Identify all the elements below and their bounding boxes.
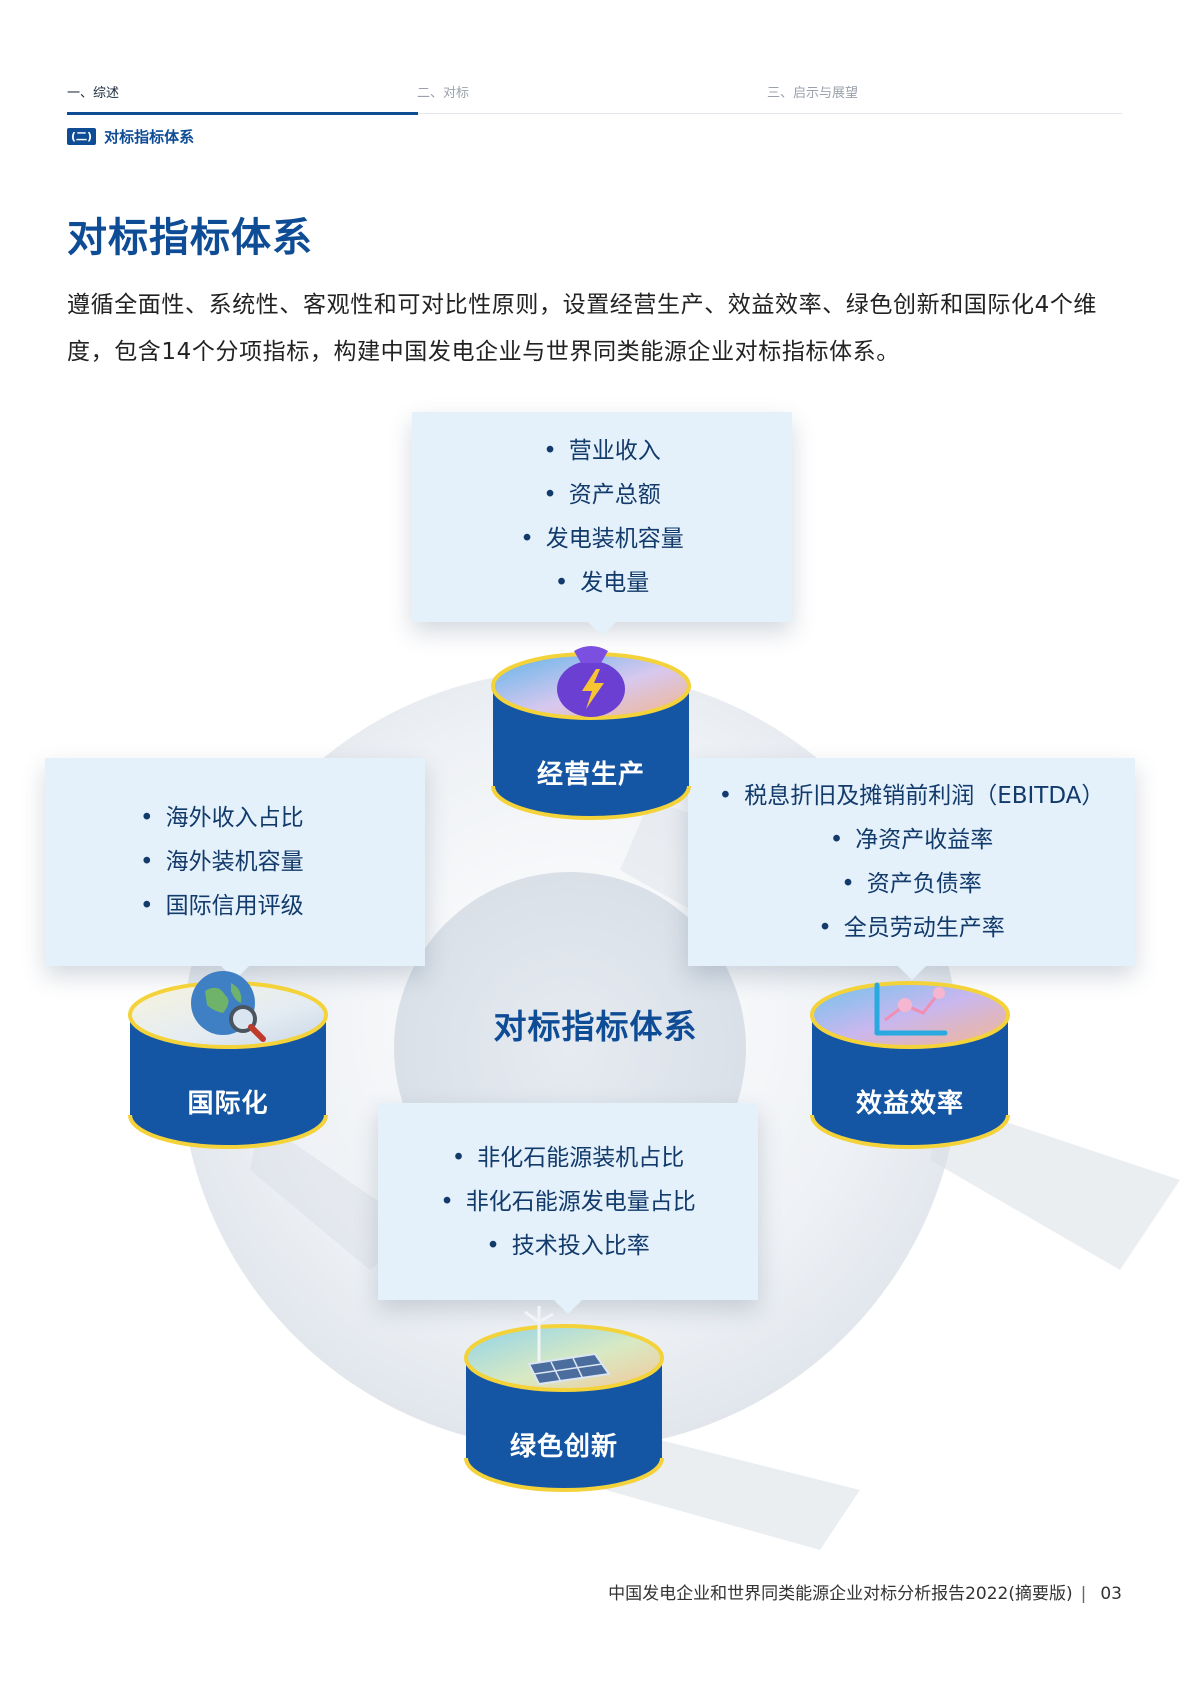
nav-tab-overview[interactable]: 一、综述: [67, 86, 120, 101]
footer-separator: |: [1080, 1584, 1087, 1604]
green-indicators-box: 非化石能源装机占比 非化石能源发电量占比 技术投入比率: [378, 1103, 758, 1314]
section-tag: (二) 对标指标体系: [67, 126, 194, 147]
international-pillar: 国际化: [128, 965, 328, 1155]
list-item: 海外装机容量: [140, 840, 425, 884]
operation-pillar: 经营生产: [491, 636, 691, 826]
operation-indicators-box: 营业收入 资产总额 发电装机容量 发电量: [412, 412, 792, 636]
green-pillar: 绿色创新: [464, 1306, 664, 1498]
nav-tab-benchmark[interactable]: 二、对标: [417, 86, 470, 101]
list-item: 发电装机容量: [412, 517, 792, 561]
list-item: 资产负债率: [688, 862, 1135, 906]
list-item: 国际信用评级: [140, 884, 425, 928]
list-item: 海外收入占比: [140, 796, 425, 840]
international-indicators-box: 海外收入占比 海外装机容量 国际信用评级: [45, 758, 425, 980]
list-item: 全员劳动生产率: [688, 906, 1135, 950]
list-item: 技术投入比率: [378, 1224, 758, 1268]
list-item: 发电量: [412, 561, 792, 605]
intro-paragraph: 遵循全面性、系统性、客观性和可对比性原则，设置经营生产、效益效率、绿色创新和国际…: [67, 292, 1098, 365]
list-item: 资产总额: [412, 473, 792, 517]
efficiency-indicators-box: 税息折旧及摊销前利润（EBITDA） 净资产收益率 资产负债率 全员劳动生产率: [688, 758, 1135, 980]
operation-label: 经营生产: [536, 760, 645, 790]
indicator-system-diagram: 对标指标体系 营业收入 资产总额 发电装机容量 发电量 海外收入占比 海外装机容…: [0, 400, 1191, 1550]
center-title: 对标指标体系: [493, 1007, 698, 1046]
list-item: 净资产收益率: [688, 818, 1135, 862]
report-title: 中国发电企业和世界同类能源企业对标分析报告2022(摘要版): [608, 1584, 1073, 1604]
efficiency-pillar: 效益效率: [810, 965, 1010, 1155]
page-number: 03: [1100, 1584, 1122, 1604]
chapter-nav: 一、综述 二、对标 三、启示与展望: [67, 84, 1122, 115]
page-footer: 中国发电企业和世界同类能源企业对标分析报告2022(摘要版) | 03: [0, 1579, 1122, 1604]
nav-active-indicator: [67, 112, 418, 115]
section-number: (二): [67, 128, 97, 145]
page-title: 对标指标体系: [67, 215, 313, 261]
green-label: 绿色创新: [509, 1432, 618, 1462]
international-label: 国际化: [187, 1089, 269, 1119]
list-item: 非化石能源装机占比: [378, 1136, 758, 1180]
list-item: 营业收入: [412, 429, 792, 473]
list-item: 税息折旧及摊销前利润（EBITDA）: [688, 774, 1135, 818]
efficiency-label: 效益效率: [855, 1089, 964, 1119]
section-label: 对标指标体系: [104, 128, 195, 146]
list-item: 非化石能源发电量占比: [378, 1180, 758, 1224]
nav-tab-outlook[interactable]: 三、启示与展望: [767, 86, 859, 101]
